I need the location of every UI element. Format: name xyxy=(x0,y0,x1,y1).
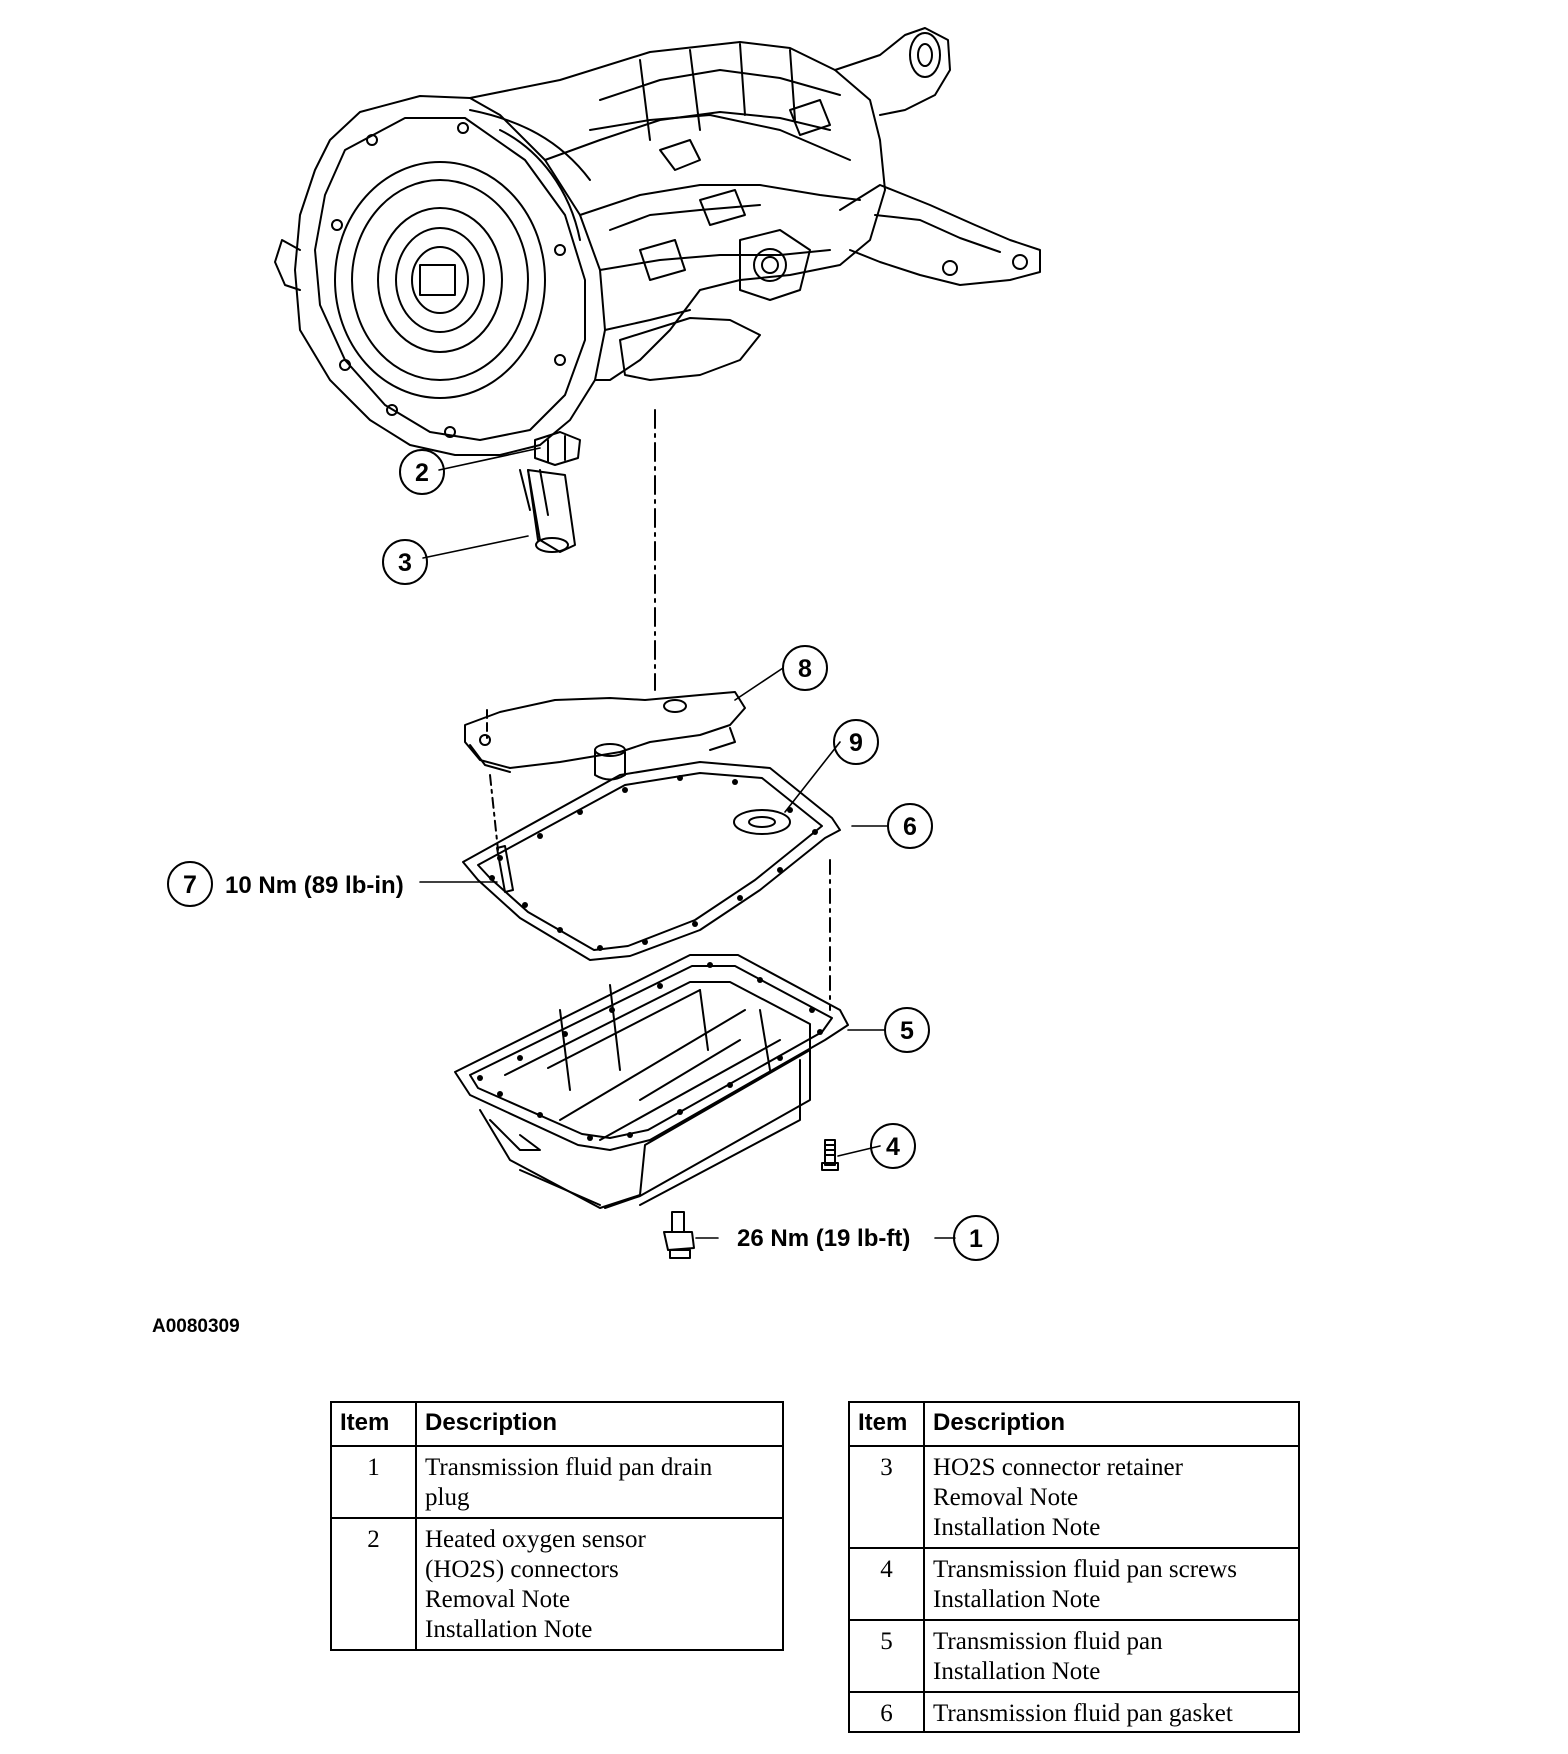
description-line: Installation Note xyxy=(933,1658,1101,1685)
table-row: 1 Transmission fluid pan drain plug xyxy=(330,1445,784,1519)
callout-circle-4 xyxy=(870,1123,916,1169)
description-line: HO2S connector retainer xyxy=(933,1454,1183,1481)
description-line: Transmission fluid pan screws xyxy=(933,1556,1237,1583)
callout-circle-8 xyxy=(782,645,828,691)
description-line: Transmission fluid pan drain xyxy=(425,1454,713,1481)
description-line: Removal Note xyxy=(933,1484,1079,1511)
legend-header-row: Item Description xyxy=(330,1401,784,1447)
filter-bolt xyxy=(496,845,514,893)
legend-header-item: Item xyxy=(848,1401,925,1447)
description-line: Transmission fluid pan xyxy=(933,1628,1163,1655)
callout-circle-2 xyxy=(399,449,445,495)
torque-spec-item-1: 26 Nm (19 lb-ft) xyxy=(737,1225,910,1252)
exploded-view-diagram: 2 3 8 9 6 7 5 4 1 10 Nm (89 lb-in) 26 Nm… xyxy=(167,27,1041,1261)
legend-item-description: Heated oxygen sensor (HO2S) connectors R… xyxy=(415,1517,784,1651)
description-line: plug xyxy=(425,1484,470,1511)
callout-circle-5 xyxy=(884,1007,930,1053)
fluid-filter xyxy=(464,691,746,781)
table-row: 4 Transmission fluid pan screws Installa… xyxy=(848,1547,1300,1621)
pan-screw xyxy=(821,1139,839,1171)
callout-number-5: 5 xyxy=(900,1017,914,1045)
callout-number-7: 7 xyxy=(183,871,197,899)
callout-circle-6 xyxy=(887,803,933,849)
callout-circle-9 xyxy=(833,719,879,765)
table-row: 6 Transmission fluid pan gasket xyxy=(848,1691,1300,1733)
callout-number-3: 3 xyxy=(398,549,412,577)
leader-lines xyxy=(419,447,956,1239)
table-row: 3 HO2S connector retainer Removal Note I… xyxy=(848,1445,1300,1549)
description-line: Installation Note xyxy=(425,1616,593,1643)
alignment-line-gasket-bolt xyxy=(489,774,499,851)
callout-number-8: 8 xyxy=(798,655,812,683)
description-line: (HO2S) connectors xyxy=(425,1556,619,1583)
legend-header-row: Item Description xyxy=(848,1401,1300,1447)
description-line: Transmission fluid pan gasket xyxy=(933,1700,1233,1727)
legend-table-right: Item Description 3 HO2S connector retain… xyxy=(848,1401,1300,1733)
torque-spec-item-7: 10 Nm (89 lb-in) xyxy=(225,872,404,899)
table-row: 2 Heated oxygen sensor (HO2S) connectors… xyxy=(330,1517,784,1651)
description-line: Heated oxygen sensor xyxy=(425,1526,646,1553)
legend-table-left: Item Description 1 Transmission fluid pa… xyxy=(330,1401,784,1651)
callout-circles xyxy=(167,449,999,1261)
description-line: Installation Note xyxy=(933,1514,1101,1541)
legend-header-description: Description xyxy=(415,1401,784,1447)
figure-id: A0080309 xyxy=(152,1316,240,1337)
legend-header-description: Description xyxy=(923,1401,1300,1447)
legend-item-description: Transmission fluid pan screws Installati… xyxy=(923,1547,1300,1621)
legend-item-number: 2 xyxy=(330,1517,417,1651)
legend-item-number: 1 xyxy=(330,1445,417,1519)
legend-item-description: Transmission fluid pan gasket xyxy=(923,1691,1300,1733)
legend-item-number: 5 xyxy=(848,1619,925,1693)
callout-number-2: 2 xyxy=(415,459,429,487)
drain-plug xyxy=(663,1211,695,1259)
legend-item-description: Transmission fluid pan drain plug xyxy=(415,1445,784,1519)
legend-item-number: 4 xyxy=(848,1547,925,1621)
callout-number-6: 6 xyxy=(903,813,917,841)
legend-item-number: 6 xyxy=(848,1691,925,1733)
fluid-pan xyxy=(454,954,849,1209)
callout-circle-7 xyxy=(167,861,213,907)
callout-number-4: 4 xyxy=(886,1133,900,1161)
description-line: Installation Note xyxy=(933,1586,1101,1613)
callout-circle-3 xyxy=(382,539,428,585)
callout-circle-1 xyxy=(953,1215,999,1261)
pan-magnet xyxy=(733,809,791,835)
pan-gasket xyxy=(462,761,841,961)
table-row: 5 Transmission fluid pan Installation No… xyxy=(848,1619,1300,1693)
legend-item-description: HO2S connector retainer Removal Note Ins… xyxy=(923,1445,1300,1549)
description-line: Removal Note xyxy=(425,1586,571,1613)
legend-item-description: Transmission fluid pan Installation Note xyxy=(923,1619,1300,1693)
callout-number-9: 9 xyxy=(849,729,863,757)
transmission-assembly xyxy=(274,27,1041,553)
callout-number-1: 1 xyxy=(969,1225,983,1253)
legend-item-number: 3 xyxy=(848,1445,925,1549)
legend-header-item: Item xyxy=(330,1401,417,1447)
